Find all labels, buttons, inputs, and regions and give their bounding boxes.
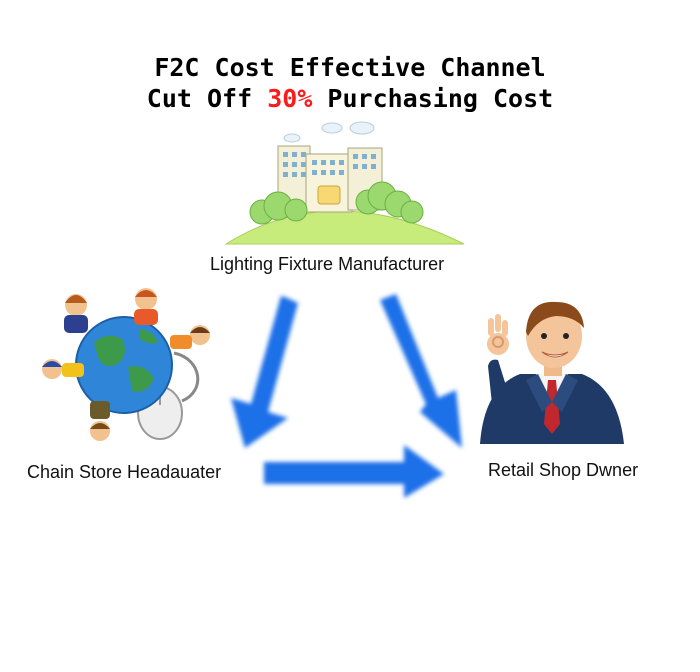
diagram-title: F2C Cost Effective Channel Cut Off 30% P… [0,52,700,114]
arrow-manufacturer-to-retail [380,294,462,448]
globe-people-mouse-icon [42,288,210,441]
manufacturer-label: Lighting Fixture Manufacturer [210,254,445,274]
title-line-1: F2C Cost Effective Channel [154,53,546,82]
businessman-ok-gesture-icon [480,301,624,444]
title-line-2-prefix: Cut Off [146,84,268,113]
title-highlight-percent: 30% [267,84,313,113]
factory-buildings-icon [224,121,465,245]
arrow-chain-store-to-retail [264,445,444,498]
title-line-2: Cut Off 30% Purchasing Cost [0,83,700,114]
arrow-manufacturer-to-chain-store [231,296,298,448]
title-line-2-suffix: Purchasing Cost [312,84,554,113]
chain-store-label: Chain Store Headauater [27,462,222,482]
retail-shop-label: Retail Shop Dwner [488,460,639,480]
